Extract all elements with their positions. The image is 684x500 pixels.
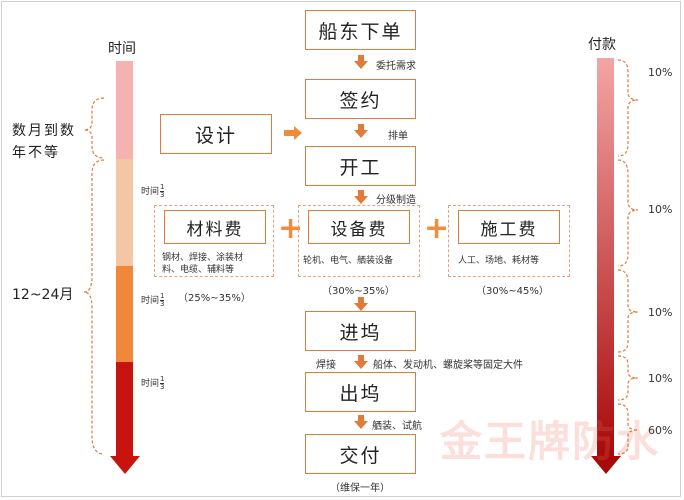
step-delivery: 交付: [305, 434, 416, 474]
down-arrow-icon: [354, 355, 368, 369]
step-leave-dock: 出坞: [305, 372, 416, 412]
time-segment-dock: [116, 266, 133, 362]
equipment-cost-percentage: （30%~35%）: [322, 286, 395, 297]
time-segment-design: [116, 61, 133, 159]
note-outfitting-sea-trial: 舾装、试航: [372, 421, 422, 432]
time-range-top-text: 数月到数年不等: [12, 123, 76, 161]
down-arrow-icon: [354, 190, 368, 204]
construction-cost-box: 施工费: [458, 210, 560, 244]
step-start-construction: 开工: [305, 146, 416, 186]
payment-braces: [617, 59, 639, 455]
time-axis-title: 时间: [108, 41, 136, 57]
time-segment-delivery: [116, 362, 133, 458]
down-arrow-icon: [354, 55, 368, 69]
payment-pct-4: 10%: [648, 372, 673, 385]
note-welding: 焊接: [316, 360, 336, 371]
equipment-cost-detail: 轮机、电气、舾装设备: [303, 256, 394, 266]
note-graded-manufacturing: 分级制造: [376, 195, 416, 206]
equipment-cost-group: [298, 205, 420, 277]
watermark: 金王牌防水: [440, 417, 661, 466]
step-design: 设计: [160, 114, 272, 154]
down-arrow-icon: [354, 124, 368, 138]
time-range-braces: [83, 97, 105, 455]
time-axis-arrowhead: [110, 456, 140, 474]
material-cost-box: 材料费: [164, 210, 266, 244]
material-cost-percentage: （25%~35%）: [178, 293, 251, 304]
time-range-bottom: 12~24月: [12, 287, 74, 303]
construction-cost-percentage: （30%~45%）: [476, 286, 549, 297]
material-cost-group: [154, 205, 274, 277]
plus-icon: +: [424, 211, 450, 246]
payment-axis-title: 付款: [588, 37, 616, 53]
payment-pct-2: 10%: [648, 203, 673, 216]
note-scheduling: 排单: [388, 131, 408, 142]
payment-pct-3: 10%: [648, 306, 673, 319]
time-range-top: 数月到数年不等: [12, 120, 84, 164]
step-enter-dock: 进坞: [305, 311, 416, 351]
material-cost-detail: 钢材、焊接、涂装材 料、电缆、辅料等: [162, 253, 244, 275]
step-sign-contract: 签约: [305, 79, 416, 119]
payment-pct-5: 60%: [648, 424, 673, 437]
right-arrow-icon: [284, 126, 302, 140]
down-arrow-icon: [354, 297, 368, 311]
equipment-cost-box: 设备费: [308, 210, 410, 244]
time-segment-material: [116, 159, 133, 266]
step-shipowner-order: 船东下单: [305, 10, 416, 50]
payment-pct-1: 10%: [648, 66, 673, 79]
construction-cost-detail: 人工、场地、耗材等: [458, 256, 540, 266]
note-fixed-large-parts: 船体、发动机、螺旋桨等固定大件: [373, 360, 523, 371]
note-one-year-warranty: （维保一年）: [330, 483, 390, 494]
note-entrust-requirement: 委托需求: [376, 61, 416, 72]
payment-axis-arrowhead: [591, 456, 621, 474]
down-arrow-icon: [354, 415, 368, 429]
payment-axis-bar: [597, 58, 614, 458]
construction-cost-group: [448, 205, 570, 277]
